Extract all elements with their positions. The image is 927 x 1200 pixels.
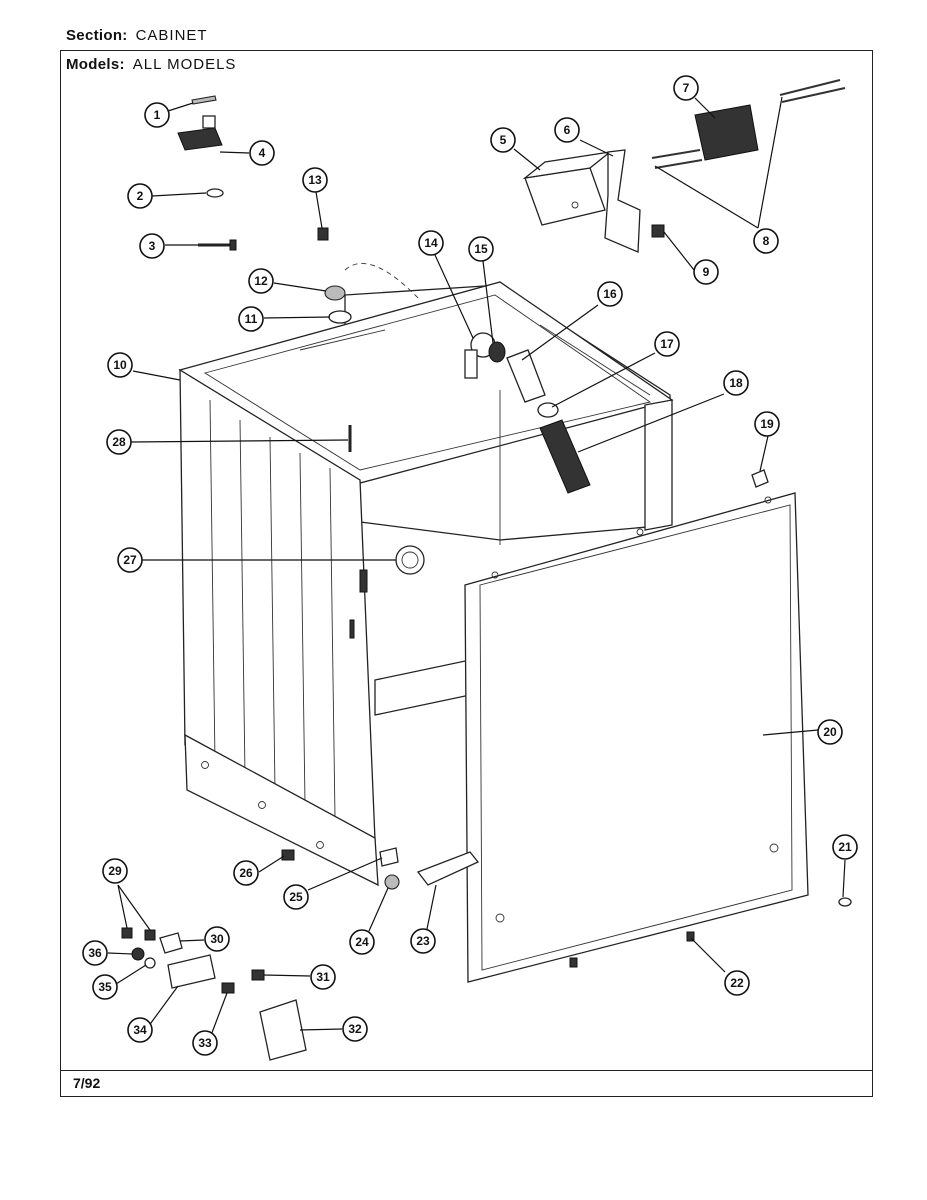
callout-18: 18	[723, 370, 749, 396]
svg-text:27: 27	[123, 553, 137, 567]
callout-21: 21	[832, 834, 858, 860]
callout-22: 22	[724, 970, 750, 996]
callout-28: 28	[106, 429, 132, 455]
cabinet-body	[178, 263, 674, 887]
svg-text:22: 22	[730, 976, 744, 990]
svg-text:4: 4	[259, 146, 266, 160]
callout-2: 2	[127, 183, 153, 209]
svg-text:7: 7	[683, 81, 690, 95]
callout-11: 11	[238, 306, 264, 332]
callout-4: 4	[249, 140, 275, 166]
svg-text:19: 19	[760, 417, 774, 431]
callout-24: 24	[349, 929, 375, 955]
svg-text:31: 31	[316, 970, 330, 984]
models-header: Models: ALL MODELS	[66, 56, 236, 73]
svg-text:6: 6	[564, 123, 571, 137]
callout-36: 36	[82, 940, 108, 966]
callout-33: 33	[192, 1030, 218, 1056]
svg-text:35: 35	[98, 980, 112, 994]
callout-1: 1	[144, 102, 170, 128]
svg-text:21: 21	[838, 840, 852, 854]
svg-text:25: 25	[289, 890, 303, 904]
callout-23: 23	[410, 928, 436, 954]
svg-text:34: 34	[133, 1023, 147, 1037]
callout-35: 35	[92, 974, 118, 1000]
svg-text:3: 3	[149, 239, 156, 253]
svg-text:33: 33	[198, 1036, 212, 1050]
section-label: Section:	[66, 27, 128, 44]
callout-31: 31	[310, 964, 336, 990]
svg-text:23: 23	[416, 934, 430, 948]
svg-text:20: 20	[823, 725, 837, 739]
callout-25: 25	[283, 884, 309, 910]
callout-6: 6	[554, 117, 580, 143]
callout-32: 32	[342, 1016, 368, 1042]
svg-text:9: 9	[703, 265, 710, 279]
svg-text:11: 11	[245, 312, 258, 326]
models-value: ALL MODELS	[132, 56, 237, 73]
callout-13: 13	[302, 167, 328, 193]
callout-19: 19	[754, 411, 780, 437]
diagram-frame	[60, 50, 873, 1097]
callout-17: 17	[654, 331, 680, 357]
callout-10: 10	[107, 352, 133, 378]
callout-20: 20	[817, 719, 843, 745]
callout-34: 34	[127, 1017, 153, 1043]
svg-text:18: 18	[729, 376, 743, 390]
leader-lines	[107, 96, 846, 1039]
svg-text:30: 30	[210, 932, 224, 946]
svg-text:29: 29	[108, 864, 122, 878]
callout-26: 26	[233, 860, 259, 886]
callout-5: 5	[490, 127, 516, 153]
callouts: 1 2 3 4 5 6 7 8 9 10 11 12 13 14 15 16 1…	[82, 75, 858, 1056]
svg-text:36: 36	[88, 946, 102, 960]
svg-text:32: 32	[348, 1022, 362, 1036]
small-parts	[121, 79, 852, 1061]
revision-date: 7/92	[73, 1075, 101, 1091]
svg-text:8: 8	[763, 234, 770, 248]
callout-7: 7	[673, 75, 699, 101]
callout-14: 14	[418, 230, 444, 256]
svg-text:15: 15	[474, 242, 488, 256]
callout-29: 29	[102, 858, 128, 884]
footer-divider	[60, 1070, 873, 1071]
callout-9: 9	[693, 259, 719, 285]
svg-text:12: 12	[254, 274, 268, 288]
callout-8: 8	[753, 228, 779, 254]
svg-text:1: 1	[154, 108, 161, 122]
svg-text:5: 5	[500, 133, 507, 147]
callout-15: 15	[468, 236, 494, 262]
section-header: Section: CABINET	[66, 27, 208, 44]
svg-text:2: 2	[137, 189, 144, 203]
svg-text:10: 10	[113, 358, 127, 372]
callout-16: 16	[597, 281, 623, 307]
callout-30: 30	[204, 926, 230, 952]
callout-3: 3	[139, 233, 165, 259]
section-value: CABINET	[135, 27, 208, 44]
front-panel	[464, 492, 809, 983]
svg-text:24: 24	[355, 935, 369, 949]
svg-text:13: 13	[308, 173, 322, 187]
callout-12: 12	[248, 268, 274, 294]
svg-text:16: 16	[603, 287, 617, 301]
svg-text:14: 14	[424, 236, 438, 250]
svg-text:28: 28	[112, 435, 126, 449]
callout-27: 27	[117, 547, 143, 573]
models-label: Models:	[66, 56, 125, 73]
svg-text:26: 26	[239, 866, 253, 880]
svg-text:17: 17	[660, 337, 674, 351]
